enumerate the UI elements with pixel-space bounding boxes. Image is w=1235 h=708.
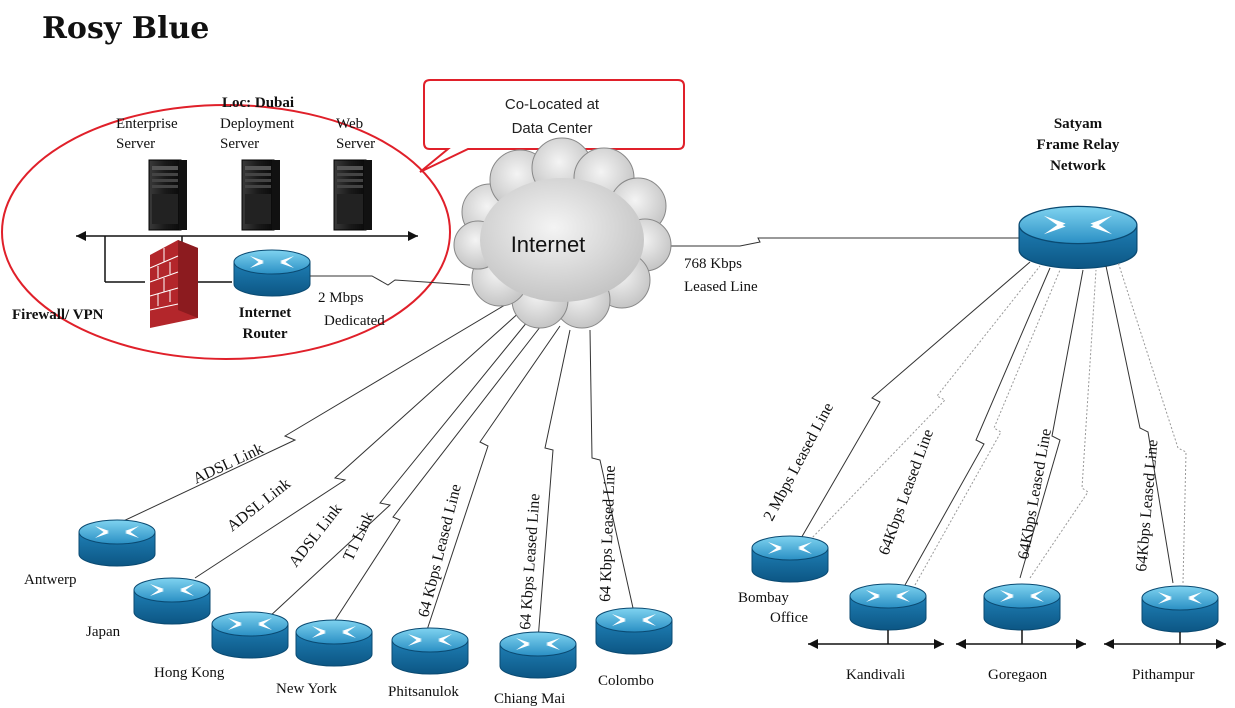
- leased-768-line: [670, 237, 1030, 247]
- internet-router-label-1: Internet: [239, 305, 292, 321]
- site-name-chiangmai: Chiang Mai: [494, 691, 565, 707]
- site-name-kandivali: Kandivali: [846, 667, 905, 683]
- router-colombo-icon: [595, 607, 673, 655]
- router-bombay-icon: [751, 535, 829, 583]
- server-label-web-1: Web: [336, 116, 363, 132]
- site-name-bombay-1: Bombay: [738, 590, 789, 606]
- link-label-japan: ADSL Link: [224, 475, 294, 535]
- site-name-colombo: Colombo: [598, 673, 654, 689]
- link-label-pithampur: 64Kbps Leased Line: [1133, 439, 1161, 572]
- server-label-enterprise-1: Enterprise: [116, 116, 178, 132]
- router-chiangmai-icon: [499, 631, 577, 679]
- right-site-links: [799, 261, 1187, 586]
- site-name-pithampur: Pithampur: [1132, 667, 1195, 683]
- link-label-newyork: T1 Link: [340, 509, 377, 563]
- frame-relay-router-big: [1018, 205, 1138, 269]
- server-label-web-2: Server: [336, 136, 375, 152]
- site-name-bombay-2: Office: [770, 610, 808, 626]
- page-title: Rosy Blue: [42, 11, 209, 46]
- site-name-goregaon: Goregaon: [988, 667, 1048, 683]
- router-hongkong-icon: [211, 611, 289, 659]
- location-label: Loc: Dubai: [222, 95, 294, 111]
- web-server-icon: [333, 159, 373, 231]
- link-label-antwerp: ADSL Link: [191, 440, 267, 487]
- enterprise-server-icon: [148, 159, 188, 231]
- dedicated-link-label-1: 2 Mbps: [318, 290, 364, 306]
- callout-line-2: Data Center: [512, 120, 593, 137]
- link-label-hongkong: ADSL Link: [286, 501, 346, 571]
- leased-768-label-1: 768 Kbps: [684, 256, 742, 272]
- leased-768-label-2: Leased Line: [684, 279, 758, 295]
- data-center-boundary: [1, 104, 451, 360]
- site-name-phitsanulok: Phitsanulok: [388, 684, 459, 700]
- router-pithampur-icon: [1141, 585, 1219, 633]
- internet-cloud-icon: [453, 137, 672, 329]
- deployment-server-icon: [241, 159, 281, 231]
- server-label-enterprise-2: Server: [116, 136, 155, 152]
- router-goregaon-icon: [983, 583, 1061, 631]
- link-label-bombay: 2 Mbps Leased Line: [761, 400, 838, 524]
- internet-label: Internet: [511, 232, 586, 257]
- router-phitsanulok-icon: [391, 627, 469, 675]
- router-newyork-icon: [295, 619, 373, 667]
- dedicated-link-line: [310, 275, 471, 286]
- right-lan-bars: [808, 630, 1226, 649]
- frame-relay-label-2: Frame Relay: [1037, 137, 1120, 153]
- frame-relay-label-1: Satyam: [1054, 116, 1103, 132]
- left-site-links: [114, 301, 636, 641]
- site-name-hongkong: Hong Kong: [154, 665, 225, 681]
- link-label-colombo: 64 Kbps Leased Line: [597, 465, 619, 602]
- site-name-japan: Japan: [86, 624, 121, 640]
- dedicated-link-label-2: Dedicated: [324, 313, 385, 329]
- router-japan-icon: [133, 577, 211, 625]
- link-label-goregaon: 64Kbps Leased Line: [1015, 427, 1055, 560]
- firewall-icon: [149, 240, 198, 328]
- link-label-kandivali: 64Kbps Leased Line: [876, 427, 937, 557]
- server-label-deployment-1: Deployment: [220, 116, 295, 132]
- colocation-callout: Co-Located at Data Center: [419, 79, 685, 173]
- router-antwerp-icon: [78, 519, 156, 567]
- server-label-deployment-2: Server: [220, 136, 259, 152]
- internet-router-label-2: Router: [243, 326, 288, 342]
- firewall-label: Firewall/ VPN: [12, 307, 104, 323]
- callout-line-1: Co-Located at: [505, 96, 600, 113]
- link-label-phitsanulok: 64 Kbps Leased Line: [415, 483, 464, 619]
- router-kandivali-icon: [849, 583, 927, 631]
- internet-router-icon: [233, 249, 311, 297]
- site-name-newyork: New York: [276, 681, 337, 697]
- link-label-chiangmai: 64 Kbps Leased Line: [517, 493, 543, 630]
- site-name-antwerp: Antwerp: [24, 572, 77, 588]
- frame-relay-label-3: Network: [1050, 158, 1106, 174]
